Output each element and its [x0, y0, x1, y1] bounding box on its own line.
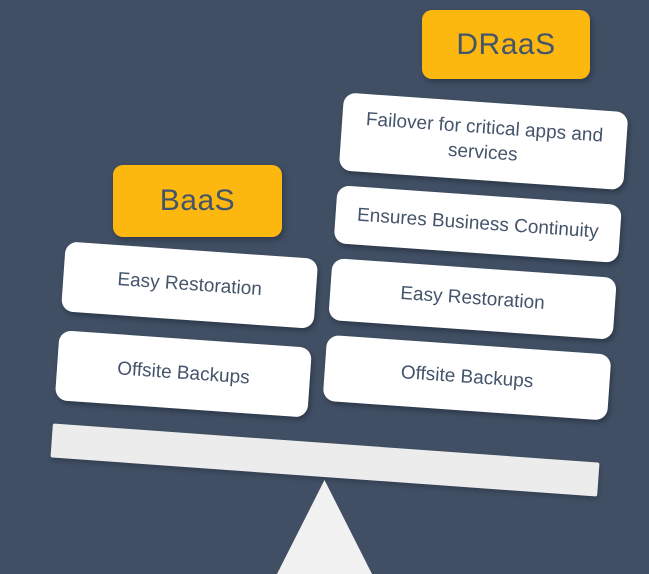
draas-label: DRaaS	[422, 10, 590, 79]
card-text: Failover for critical apps and services	[365, 109, 604, 166]
card-easy-restoration-left: Easy Restoration	[60, 241, 319, 329]
card-text: Easy Restoration	[399, 282, 546, 314]
card-easy-restoration-right: Easy Restoration	[328, 258, 617, 340]
baas-benefits-column: Easy Restoration Offsite Backups	[54, 241, 319, 418]
card-text: Offsite Backups	[400, 361, 535, 392]
card-offsite-backups-left: Offsite Backups	[54, 330, 313, 418]
card-text: Offsite Backups	[116, 357, 251, 389]
card-text: Ensures Business Continuity	[356, 204, 600, 243]
card-failover-critical-apps: Failover for critical apps and services	[338, 92, 629, 191]
card-offsite-backups-right: Offsite Backups	[322, 334, 612, 421]
draas-benefits-column: Failover for critical apps and services …	[322, 92, 629, 421]
fulcrum-triangle	[277, 480, 372, 574]
baas-label: BaaS	[113, 165, 282, 237]
card-text: Easy Restoration	[116, 268, 263, 300]
card-business-continuity: Ensures Business Continuity	[333, 185, 622, 263]
